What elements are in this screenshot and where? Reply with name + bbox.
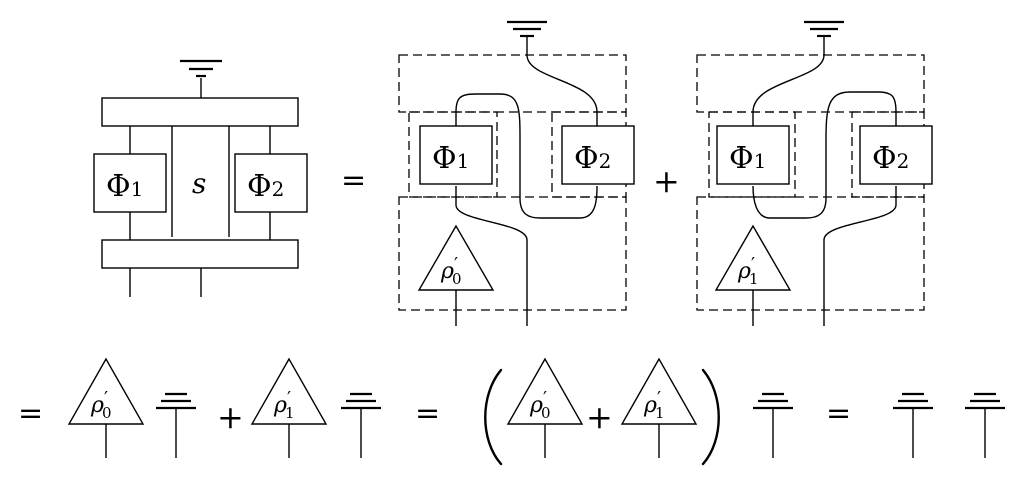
phi1-box — [716, 125, 790, 185]
phi2-box — [859, 125, 933, 185]
ground-effect — [341, 392, 381, 458]
lhs-parallel-diagram: Φ1 Φ2 s — [93, 59, 308, 297]
prime-mark: ′ — [104, 388, 108, 409]
ground-effect — [753, 392, 793, 458]
ground-symbol — [507, 20, 547, 55]
rho1-state-term: ρ′1 — [620, 357, 698, 458]
phi-label: Φ — [247, 169, 272, 204]
rho0-state-triangle — [417, 224, 495, 291]
svg-text:ρ′1: ρ′1 — [737, 254, 759, 288]
phi-subscript: 1 — [131, 177, 144, 201]
svg-text:Φ2: Φ2 — [574, 141, 611, 176]
svg-text:Φ1: Φ1 — [729, 141, 766, 176]
rho1-state-term: ρ′1 — [250, 357, 328, 458]
ground-symbol — [180, 59, 222, 98]
rho0-state-term: ρ′0 — [506, 357, 584, 458]
phi-subscript: 2 — [272, 177, 285, 201]
phi-label: Φ — [432, 141, 457, 176]
phi-label: Φ — [872, 141, 897, 176]
phi-subscript: 1 — [457, 149, 470, 173]
phi-subscript: 2 — [897, 149, 910, 173]
term-rho1-diagram: Φ1 Φ2 ρ′1 — [696, 20, 933, 326]
rho-subscript: 1 — [749, 270, 759, 288]
prime-mark: ′ — [657, 388, 661, 409]
s-label: s — [192, 167, 206, 200]
ground-symbol — [804, 20, 844, 55]
rho-label: ρ — [90, 393, 104, 418]
phi2-box — [561, 125, 635, 185]
rho-label: ρ — [737, 259, 751, 284]
svg-text:ρ′0: ρ′0 — [529, 388, 551, 422]
right-parenthesis — [701, 368, 720, 466]
prime-mark: ′ — [543, 388, 547, 409]
ground-effect — [893, 392, 933, 458]
bottom-bar — [101, 239, 299, 269]
rho-label: ρ — [529, 393, 543, 418]
phi-label: Φ — [729, 141, 754, 176]
rho-subscript: 0 — [541, 404, 551, 422]
prime-mark: ′ — [287, 388, 291, 409]
rho-label: ρ — [440, 259, 454, 284]
top-bar — [101, 97, 299, 127]
prime-mark: ′ — [751, 254, 755, 275]
plus-sign: + — [586, 398, 613, 436]
equals-sign: = — [341, 163, 366, 198]
phi2-box — [234, 153, 308, 213]
rho-subscript: 1 — [285, 404, 295, 422]
svg-text:ρ′0: ρ′0 — [90, 388, 112, 422]
rho-label: ρ — [273, 393, 287, 418]
plus-sign: + — [217, 398, 244, 436]
svg-text:Φ1: Φ1 — [432, 141, 469, 176]
prime-mark: ′ — [454, 254, 458, 275]
plus-sign: + — [653, 162, 680, 200]
svg-text:ρ′1: ρ′1 — [273, 388, 295, 422]
phi1-box — [419, 125, 493, 185]
rho-label: ρ — [643, 393, 657, 418]
rho-subscript: 0 — [102, 404, 112, 422]
svg-text:ρ′0: ρ′0 — [440, 254, 462, 288]
phi-label: Φ — [106, 169, 131, 204]
ground-effect — [965, 392, 1005, 458]
equals-sign: = — [826, 396, 851, 431]
phi-label: Φ — [574, 141, 599, 176]
term-rho0-diagram: Φ1 Φ2 ρ′0 — [398, 20, 635, 326]
phi-subscript: 1 — [754, 149, 767, 173]
rho-subscript: 1 — [655, 404, 665, 422]
rho0-state-term: ρ′0 — [67, 357, 145, 458]
ground-effect — [156, 392, 196, 458]
svg-text:ρ′1: ρ′1 — [643, 388, 665, 422]
svg-text:Φ1: Φ1 — [106, 169, 143, 204]
svg-text:Φ2: Φ2 — [247, 169, 284, 204]
phi-subscript: 2 — [599, 149, 612, 173]
rho1-state-triangle — [714, 224, 792, 291]
equals-sign: = — [415, 396, 440, 431]
rho-subscript: 0 — [452, 270, 462, 288]
svg-text:Φ2: Φ2 — [872, 141, 909, 176]
left-parenthesis — [484, 368, 503, 466]
phi1-box — [93, 153, 167, 213]
equals-sign: = — [18, 396, 43, 431]
